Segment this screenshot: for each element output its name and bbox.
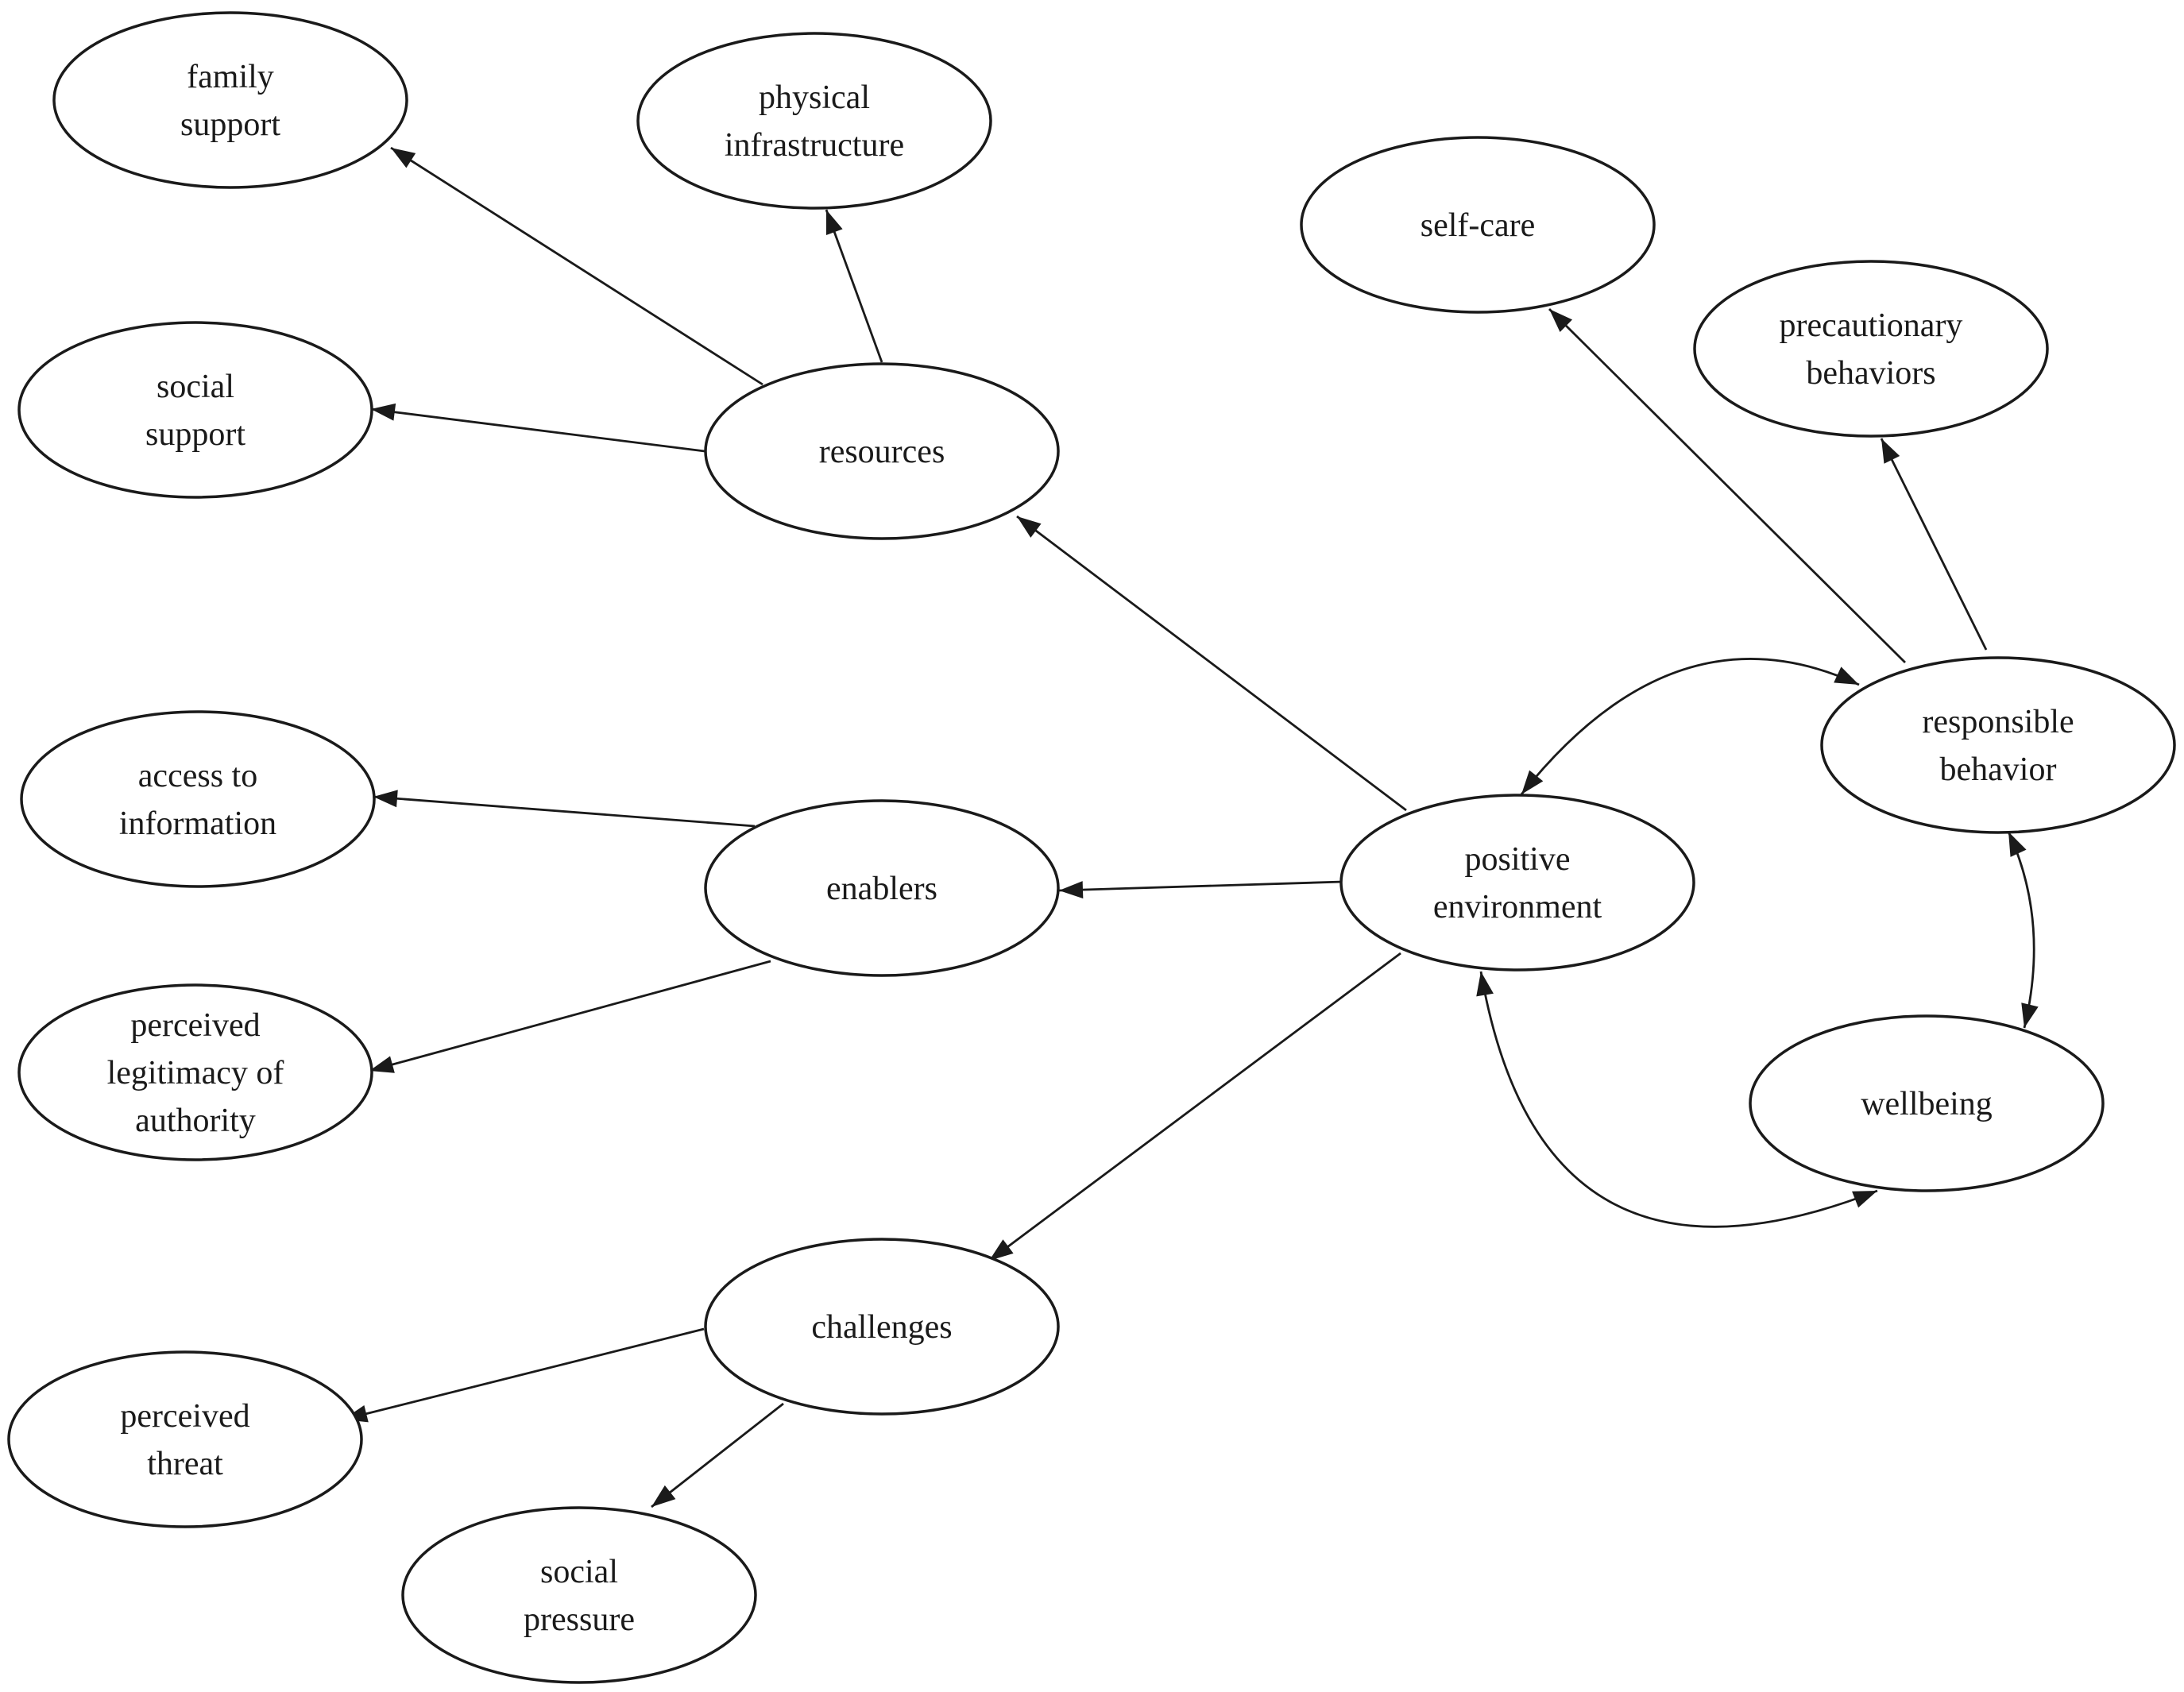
node-positive-environment: positive environment bbox=[1339, 794, 1695, 972]
node-label-line: enablers bbox=[826, 871, 937, 907]
node-label-line: self-care bbox=[1421, 207, 1536, 244]
edge-responsible-behavior-to-wellbeing-arrowhead-start bbox=[2008, 832, 2027, 857]
edge-positive-environment-to-wellbeing bbox=[1479, 971, 1878, 1228]
node-precautionary-behaviors: precautionary behaviors bbox=[1693, 260, 2049, 438]
edge-resources-to-physical-infrastructure bbox=[825, 209, 883, 363]
node-label-line: perceived bbox=[130, 1007, 260, 1044]
node-label-line: challenges bbox=[811, 1309, 952, 1346]
node-label-line: behavior bbox=[1940, 751, 2057, 788]
edge-responsible-behavior-to-self-care-arrowhead bbox=[1549, 309, 1573, 332]
edge-positive-environment-to-responsible-behavior bbox=[1520, 658, 1860, 795]
node-access-to-information: access to information bbox=[20, 710, 376, 888]
node-label-line: perceived bbox=[120, 1398, 249, 1435]
edge-resources-to-physical-infrastructure-arrowhead bbox=[825, 210, 843, 235]
node-label-line: behaviors bbox=[1806, 355, 1935, 392]
node-ellipse bbox=[1339, 794, 1695, 972]
edge-positive-environment-to-responsible-behavior-arrowhead-start bbox=[1521, 770, 1544, 794]
edge-challenges-to-social-pressure bbox=[651, 1402, 784, 1509]
node-ellipse bbox=[636, 32, 992, 210]
edge-resources-to-family-support-arrowhead bbox=[391, 148, 416, 168]
edge-positive-environment-to-enablers bbox=[1058, 880, 1343, 892]
node-wellbeing: wellbeing bbox=[1749, 1014, 2105, 1192]
edge-enablers-to-access-to-information-arrowhead bbox=[373, 790, 398, 808]
node-label-line: precautionary bbox=[1780, 307, 1963, 344]
node-label-line: social bbox=[540, 1554, 618, 1590]
node-label-line: access to bbox=[138, 758, 257, 794]
nodes-layer: family support physical infrastructure socia… bbox=[7, 11, 2176, 1684]
edge-positive-environment-to-resources bbox=[1016, 515, 1407, 812]
node-ellipse bbox=[17, 983, 373, 1161]
node-label-line: social bbox=[157, 369, 234, 405]
node-responsible-behavior: responsible behavior bbox=[1820, 656, 2176, 834]
edge-resources-to-social-support-arrowhead bbox=[371, 403, 396, 421]
node-label-line: physical bbox=[759, 79, 870, 116]
edge-positive-environment-to-wellbeing-arrowhead-end bbox=[1852, 1191, 1877, 1208]
node-challenges: challenges bbox=[704, 1238, 1060, 1416]
node-perceived-threat: perceived threat bbox=[7, 1350, 363, 1528]
edge-responsible-behavior-to-precautionary-behaviors bbox=[1880, 438, 1988, 651]
node-label-line: positive bbox=[1465, 841, 1571, 878]
node-enablers: enablers bbox=[704, 799, 1060, 977]
node-family-support: family support bbox=[52, 11, 408, 189]
node-ellipse bbox=[52, 11, 408, 189]
edge-enablers-to-perceived-legitimacy bbox=[369, 960, 771, 1072]
node-physical-infrastructure: physical infrastructure bbox=[636, 32, 992, 210]
edge-positive-environment-to-challenges-arrowhead bbox=[989, 1239, 1014, 1261]
edge-challenges-to-social-pressure-arrowhead bbox=[651, 1485, 676, 1507]
edge-resources-to-family-support bbox=[390, 146, 763, 386]
edge-challenges-to-perceived-threat bbox=[342, 1327, 705, 1421]
node-ellipse bbox=[1300, 136, 1656, 314]
node-resources: resources bbox=[704, 362, 1060, 540]
node-ellipse bbox=[1820, 656, 2176, 834]
node-ellipse bbox=[1693, 260, 2049, 438]
node-label-line: authority bbox=[135, 1103, 256, 1139]
node-label-line: pressure bbox=[524, 1601, 635, 1638]
edge-responsible-behavior-to-wellbeing-arrowhead-end bbox=[2021, 1002, 2039, 1028]
node-label-line: wellbeing bbox=[1861, 1086, 1993, 1122]
node-ellipse bbox=[704, 799, 1060, 977]
edge-enablers-to-perceived-legitimacy-arrowhead bbox=[369, 1056, 395, 1073]
edge-positive-environment-to-enablers-arrowhead bbox=[1059, 881, 1084, 899]
node-ellipse bbox=[17, 321, 373, 499]
node-label-line: legitimacy of bbox=[107, 1055, 284, 1091]
node-label-line: environment bbox=[1433, 889, 1602, 925]
edge-positive-environment-to-challenges bbox=[988, 952, 1401, 1262]
node-social-pressure: social pressure bbox=[401, 1506, 757, 1684]
node-label-line: support bbox=[180, 106, 280, 143]
node-perceived-legitimacy: perceived legitimacy of authority bbox=[17, 983, 373, 1161]
edge-positive-environment-to-wellbeing-arrowhead-start bbox=[1476, 972, 1494, 997]
edge-responsible-behavior-to-wellbeing bbox=[2007, 831, 2035, 1029]
node-ellipse bbox=[401, 1506, 757, 1684]
node-label-line: family bbox=[187, 59, 274, 95]
edges-layer bbox=[342, 146, 2039, 1509]
edge-responsible-behavior-to-precautionary-behaviors-arrowhead bbox=[1881, 438, 1900, 464]
edge-responsible-behavior-to-self-care bbox=[1548, 308, 1906, 663]
node-ellipse bbox=[20, 710, 376, 888]
node-label-line: responsible bbox=[1922, 704, 2074, 740]
node-ellipse bbox=[704, 362, 1060, 540]
node-label-line: support bbox=[145, 416, 245, 453]
edge-enablers-to-access-to-information bbox=[373, 795, 756, 828]
node-ellipse bbox=[7, 1350, 363, 1528]
node-label-line: threat bbox=[147, 1446, 223, 1482]
node-social-support: social support bbox=[17, 321, 373, 499]
node-label-line: infrastructure bbox=[725, 127, 904, 164]
node-ellipse bbox=[704, 1238, 1060, 1416]
node-label-line: information bbox=[119, 805, 276, 842]
edge-positive-environment-to-resources-arrowhead bbox=[1017, 516, 1042, 538]
node-self-care: self-care bbox=[1300, 136, 1656, 314]
node-label-line: resources bbox=[819, 434, 945, 470]
edge-resources-to-social-support bbox=[370, 408, 705, 453]
edge-positive-environment-to-responsible-behavior-arrowhead-end bbox=[1834, 666, 1859, 685]
node-ellipse bbox=[1749, 1014, 2105, 1192]
